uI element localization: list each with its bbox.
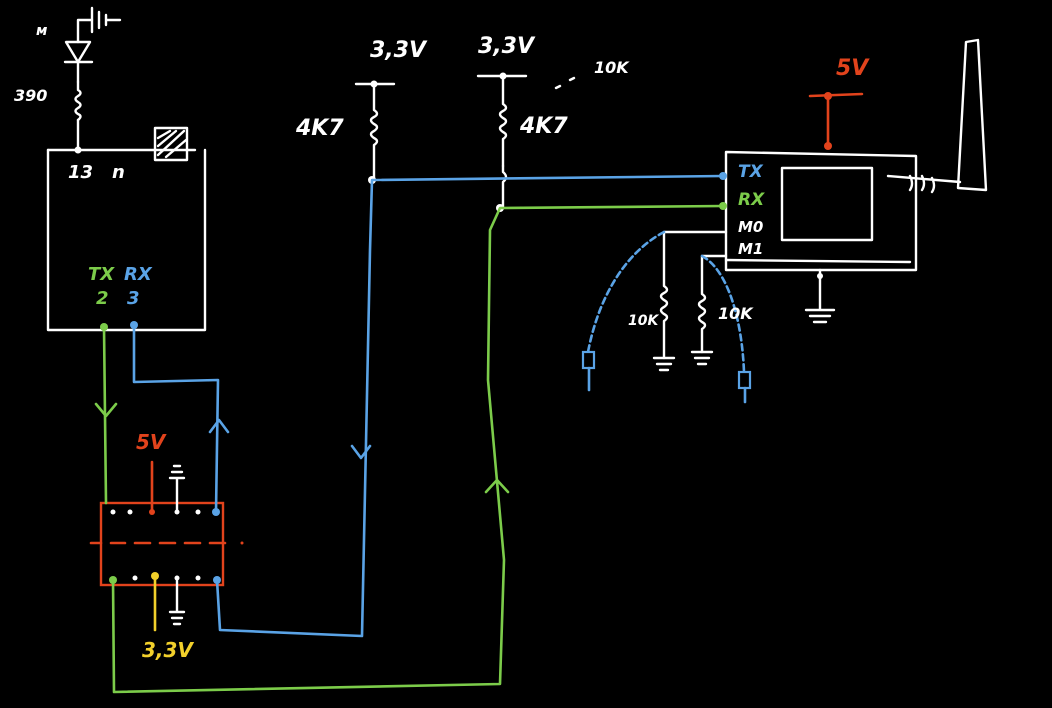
- arduino-rx-label: RX: [124, 264, 152, 285]
- arduino-rx-pin: 3: [127, 288, 140, 309]
- ground-icon: [90, 6, 122, 34]
- arduino-tx-pin: 2: [96, 288, 109, 309]
- pin13-led-branch: [63, 6, 122, 152]
- m1-jumper-icon: [700, 254, 752, 404]
- shifter-5v-label: 5V: [136, 430, 166, 454]
- shifter-3v3-label: 3,3V: [142, 638, 193, 662]
- radio-m1-label: M1: [738, 240, 764, 258]
- radio-tx-label: TX: [738, 162, 763, 182]
- tx-signal-wire: [215, 174, 725, 638]
- m0-resistor-label: 10K: [628, 313, 659, 329]
- antenna-icon: [956, 38, 988, 192]
- radio-m0-label: M0: [738, 218, 764, 236]
- radio-5v-lead: [808, 92, 864, 148]
- level-shifter: [89, 501, 244, 587]
- radio-module: [724, 38, 988, 272]
- arduino-board: [46, 148, 207, 332]
- m1-resistor-label: 10K: [718, 304, 753, 323]
- shifter-ground-top-icon: [168, 464, 186, 514]
- pin13-label: 13: [68, 162, 94, 183]
- rx-arrow-up-icon: [208, 418, 230, 434]
- pullup-left: [354, 80, 396, 184]
- pullup-right: [476, 72, 528, 212]
- arduino-tx-label: TX: [88, 264, 115, 285]
- pullup-right-value: 4K7: [520, 114, 568, 139]
- led-resistor-label: 390: [14, 86, 48, 105]
- tx-arrow-down-icon: [350, 444, 372, 460]
- radio-5v-label: 5V: [836, 56, 869, 81]
- radio-ground-icon: [804, 268, 836, 324]
- pullup-note: 10K: [594, 58, 629, 77]
- shifter-ground-bottom-icon: [168, 578, 186, 626]
- m0-resistor-branch: [652, 230, 728, 372]
- led-diode-icon: [64, 40, 92, 64]
- m1-resistor-branch: [690, 254, 728, 366]
- m0-jumper-icon: [581, 230, 666, 392]
- rx-arrow-up-green-icon: [484, 478, 510, 494]
- radio-rx-label: RX: [738, 190, 765, 210]
- tx-arrow-down-green-icon: [94, 402, 118, 418]
- pullup-right-supply: 3,3V: [478, 34, 534, 59]
- pullup-left-supply: 3,3V: [370, 38, 426, 63]
- pin13-suffix: n: [112, 162, 125, 183]
- pin-switch-icon: [153, 126, 189, 162]
- led-label: м: [36, 23, 48, 39]
- pullup-left-value: 4K7: [296, 116, 344, 141]
